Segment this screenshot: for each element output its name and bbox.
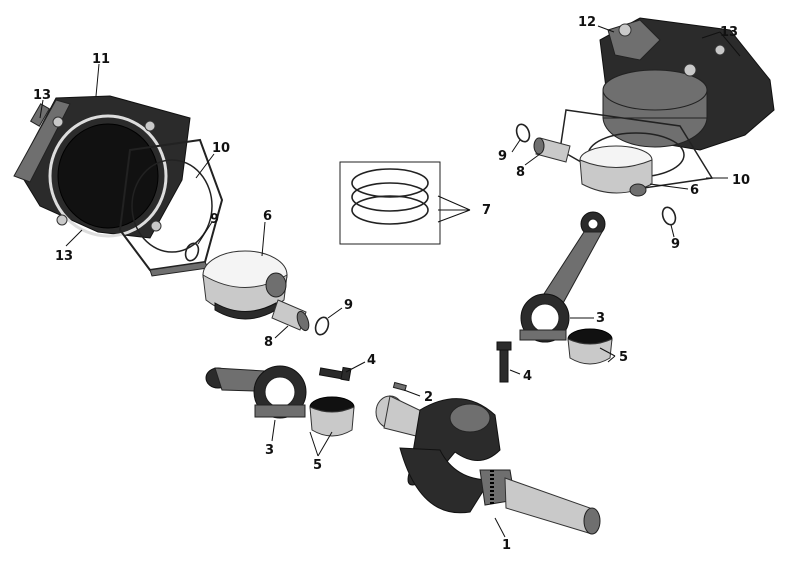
callout-8-left: 8 bbox=[264, 335, 273, 350]
callout-1: 1 bbox=[502, 538, 511, 553]
callout-4-right: 4 bbox=[523, 369, 532, 384]
leader-lines bbox=[39, 25, 741, 538]
callout-7: 7 bbox=[482, 203, 491, 218]
piston-rings-part-7 bbox=[339, 161, 441, 245]
callout-5-right: 5 bbox=[619, 350, 628, 365]
callout-6-right: 6 bbox=[690, 183, 699, 198]
left-piston-part-6 bbox=[202, 250, 288, 320]
callout-3-left: 3 bbox=[265, 443, 274, 458]
right-piston-part-6 bbox=[579, 145, 653, 197]
right-bearing-part-5 bbox=[567, 328, 613, 365]
left-bolt-part-4 bbox=[318, 366, 352, 382]
callout-9-left-top: 9 bbox=[210, 212, 219, 227]
callout-2: 2 bbox=[424, 390, 433, 405]
callout-10-left: 10 bbox=[212, 141, 230, 156]
left-circlip-upper-part-9 bbox=[184, 242, 200, 262]
dowel-pin-part-2 bbox=[392, 381, 407, 392]
callout-4-left: 4 bbox=[367, 353, 376, 368]
right-circlip-lower-part-9 bbox=[661, 206, 677, 226]
left-bearing-part-5 bbox=[309, 396, 355, 437]
callout-12: 12 bbox=[578, 15, 596, 30]
callout-13-left-bottom: 13 bbox=[55, 249, 73, 264]
callout-9-right-bottom: 9 bbox=[671, 237, 680, 252]
left-circlip-lower-part-9 bbox=[314, 316, 330, 336]
callout-9-right-top: 9 bbox=[498, 149, 507, 164]
callout-11: 11 bbox=[92, 52, 110, 67]
right-circlip-upper-part-9 bbox=[515, 123, 531, 143]
left-piston-pin-part-8 bbox=[271, 299, 310, 332]
callout-6-left: 6 bbox=[263, 209, 272, 224]
right-bolt-part-4 bbox=[496, 341, 512, 383]
left-cylinder-gasket-part-10 bbox=[118, 138, 224, 277]
callout-3-right: 3 bbox=[596, 311, 605, 326]
callout-10-right: 10 bbox=[732, 173, 750, 188]
right-connecting-rod-part-3 bbox=[519, 211, 606, 343]
callout-5-left: 5 bbox=[313, 458, 322, 473]
right-cylinder-part-12 bbox=[599, 17, 775, 151]
left-connecting-rod-part-3 bbox=[205, 365, 307, 419]
callout-13-left-top: 13 bbox=[33, 88, 51, 103]
callout-9-left-bottom: 9 bbox=[344, 298, 353, 313]
right-piston-pin-part-8 bbox=[533, 137, 571, 163]
callout-labels: 11 13 13 10 9 6 9 8 4 3 5 2 1 7 4 5 3 6 … bbox=[33, 15, 750, 553]
crankshaft-part-1 bbox=[375, 395, 601, 535]
callout-13-right: 13 bbox=[720, 25, 738, 40]
callout-8-right: 8 bbox=[516, 165, 525, 180]
